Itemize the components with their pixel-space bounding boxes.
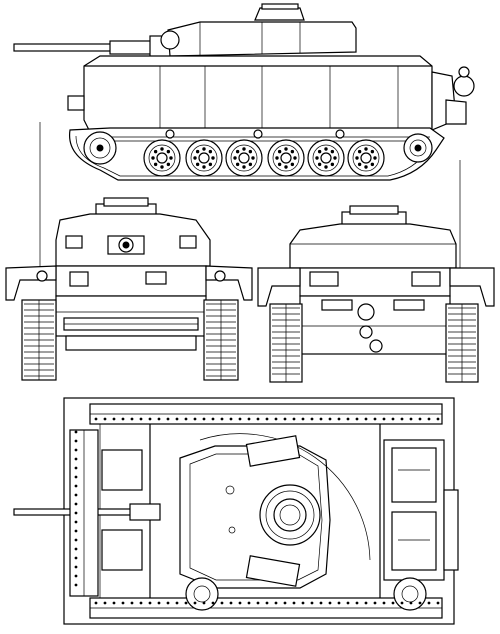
rear-right-track [445,303,479,383]
road-wheel [225,139,263,177]
front-turret [55,197,211,267]
front-right-track [203,299,239,381]
side-turret [160,3,357,57]
top-turret-hatch-upper [245,435,301,467]
side-road-wheels [143,139,385,177]
front-headlight-left [36,270,48,282]
top-view [13,397,459,625]
front-headlight-right [214,270,226,282]
road-wheel [347,139,385,177]
side-view [13,3,475,181]
front-hull [55,265,207,351]
top-commander-cupola [259,484,321,546]
side-drive-sprocket [83,131,117,165]
front-view [5,122,253,381]
front-left-track [21,299,57,381]
top-front-plate [69,429,99,597]
rear-left-track [269,303,303,383]
road-wheel [307,139,345,177]
rear-fenders [257,267,495,307]
top-turret-traverse-arc [199,433,371,561]
top-turret-hatch-lower [245,555,301,587]
rear-turret [289,205,457,269]
road-wheel [143,139,181,177]
rear-hull [299,267,451,355]
road-wheel [185,139,223,177]
rear-view [257,160,495,383]
top-engine-deck [383,439,459,581]
top-rivets [74,417,440,605]
road-wheel [267,139,305,177]
side-return-rollers [165,129,345,139]
side-hull [67,55,475,141]
side-idler-wheel [403,133,433,163]
